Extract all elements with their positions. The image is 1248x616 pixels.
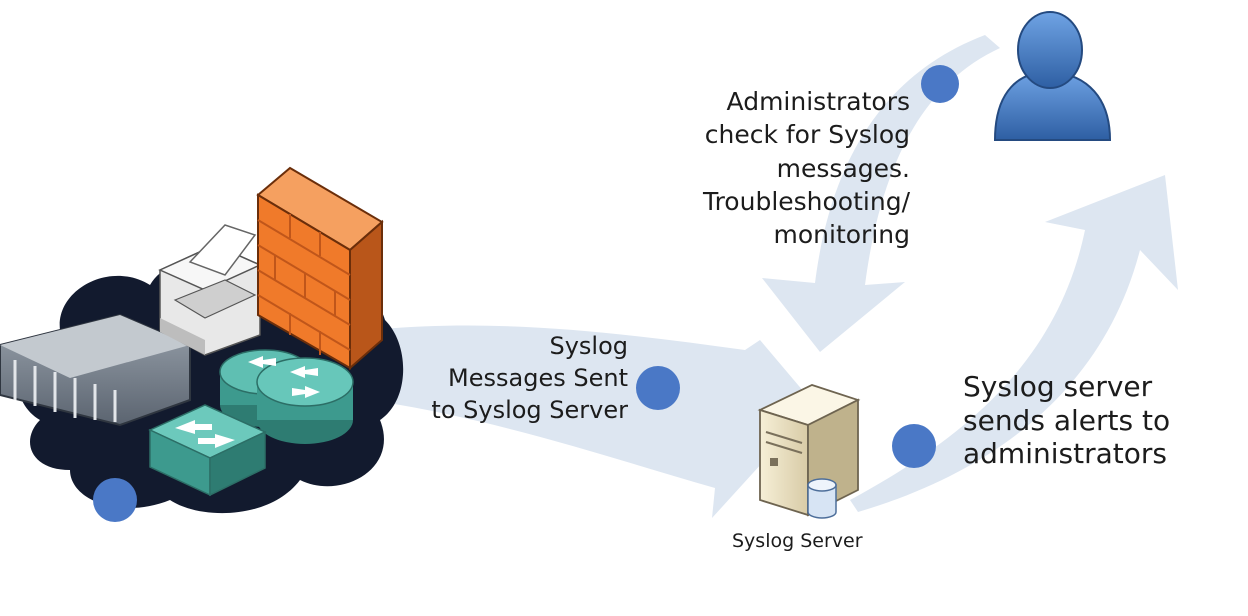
firewall-icon	[256, 166, 384, 371]
rack-server-icon	[0, 313, 191, 427]
arrow-devices-to-server	[330, 325, 815, 518]
alerts-label: Syslog server sends alerts to administra…	[963, 370, 1170, 471]
alerts-line: administrators	[963, 437, 1167, 471]
administrator-icon	[993, 11, 1112, 141]
network-devices-cloud	[0, 166, 404, 514]
messages-sent-line: Syslog	[549, 332, 628, 360]
messages-sent-label: Syslog Messages Sent to Syslog Server	[431, 330, 628, 426]
admin-check-line: check for Syslog	[704, 120, 910, 150]
arrow-server-to-admin	[850, 175, 1178, 512]
step-marker-alerts	[892, 424, 936, 468]
admin-check-line: messages.	[776, 153, 910, 183]
step-markers	[93, 65, 959, 522]
admin-check-label: Administrators check for Syslog messages…	[703, 85, 910, 251]
step-marker-devices	[93, 478, 137, 522]
alerts-line: sends alerts to	[963, 403, 1171, 437]
arrow-admin-to-server	[762, 35, 1000, 352]
printer-icon	[158, 224, 262, 356]
admin-check-line: Troubleshooting/	[702, 186, 910, 216]
messages-sent-line: to Syslog Server	[431, 396, 628, 425]
alerts-line: Syslog server	[963, 370, 1153, 403]
syslog-server-label: Syslog Server	[732, 530, 863, 552]
step-marker-admin	[921, 65, 959, 103]
admin-check-line: monitoring	[773, 220, 910, 249]
messages-sent-line: Messages Sent	[448, 364, 628, 393]
switch-icon	[148, 404, 267, 497]
step-marker-messages-sent	[636, 366, 680, 410]
flow-arrows	[330, 35, 1178, 518]
router-icon	[219, 349, 354, 444]
database-icon	[807, 478, 837, 519]
admin-check-line: Administrators	[726, 87, 910, 116]
